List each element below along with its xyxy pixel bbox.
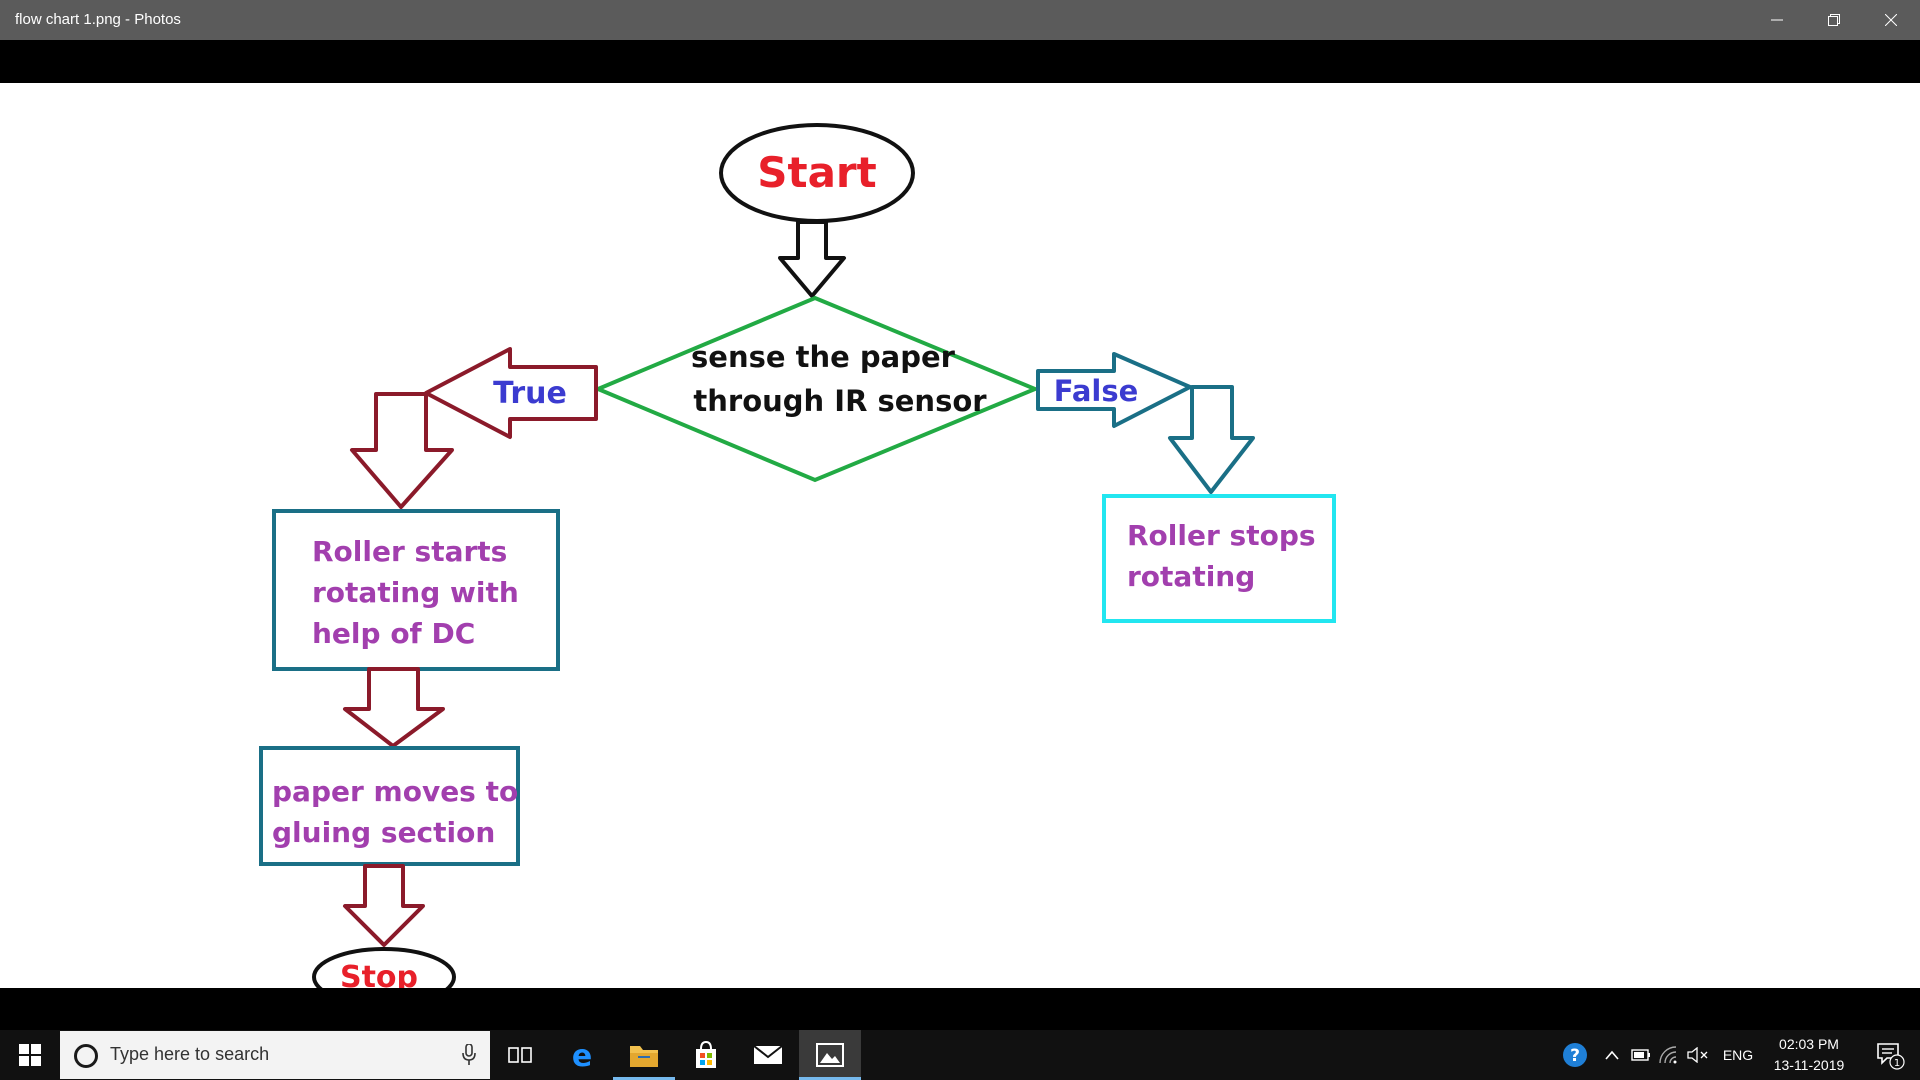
cortana-icon — [74, 1044, 98, 1068]
svg-text:e: e — [572, 1040, 592, 1070]
stop-terminal — [312, 947, 456, 988]
help-icon: ? — [1563, 1043, 1587, 1067]
arrow-paper-to-stop — [343, 864, 425, 947]
network-tray-button[interactable] — [1656, 1030, 1682, 1080]
input-language-indicator[interactable]: ENG — [1722, 1047, 1754, 1063]
taskbar: Type here to search e — [0, 1030, 1920, 1080]
process-roller-starts-line1: Roller starts — [312, 535, 507, 568]
close-button[interactable] — [1862, 0, 1919, 40]
process-roller-starts-line3: help of DC — [312, 617, 475, 650]
clock-date: 13-11-2019 — [1773, 1057, 1845, 1073]
true-down-arrow — [350, 392, 454, 509]
arrow-start-to-decision — [778, 220, 846, 298]
battery-icon — [1631, 1049, 1650, 1061]
process-roller-stops-line2: rotating — [1127, 560, 1255, 593]
task-view-icon — [508, 1047, 532, 1063]
photos-bottom-strip — [0, 988, 1920, 1030]
false-down-arrow — [1168, 385, 1255, 494]
action-center-button[interactable]: 1 — [1862, 1030, 1918, 1080]
store-app-button[interactable] — [675, 1030, 737, 1080]
process-paper-moves-line1: paper moves to — [272, 775, 518, 808]
photos-app-button[interactable] — [799, 1030, 861, 1080]
flowchart-image: Start sense the paper through IR sensor … — [259, 123, 1336, 988]
clock-time: 02:03 PM — [1779, 1036, 1839, 1052]
photos-icon — [816, 1043, 844, 1067]
mail-app-button[interactable] — [737, 1030, 799, 1080]
volume-muted-icon — [1687, 1047, 1708, 1063]
true-arrow — [424, 347, 598, 439]
process-paper-moves-line2: gluing section — [272, 816, 495, 849]
process-roller-stops — [1102, 494, 1336, 623]
edge-icon: e — [572, 1040, 592, 1070]
decision-diamond — [592, 295, 1041, 483]
start-label: Start — [757, 148, 876, 197]
window-titlebar: flow chart 1.png - Photos — [0, 0, 1920, 40]
notification-count: 1 — [1894, 1058, 1900, 1069]
mail-icon — [753, 1045, 783, 1064]
chevron-up-icon — [1605, 1050, 1619, 1060]
decision-text-line2: through IR sensor — [693, 384, 987, 418]
process-roller-stops-line1: Roller stops — [1127, 519, 1316, 552]
minimize-icon — [1770, 19, 1783, 21]
false-label: False — [1054, 374, 1139, 408]
close-icon — [1884, 14, 1897, 26]
stop-label: Stop — [340, 960, 418, 988]
folder-icon — [630, 1046, 658, 1067]
restore-button[interactable] — [1805, 0, 1862, 40]
minimize-button[interactable] — [1748, 0, 1805, 40]
photos-toolbar-strip — [0, 40, 1920, 83]
store-icon — [696, 1041, 716, 1068]
search-placeholder: Type here to search — [110, 1044, 270, 1064]
file-explorer-app-button[interactable] — [613, 1030, 675, 1080]
edge-app-button[interactable]: e — [551, 1030, 613, 1080]
notification-icon: 1 — [1877, 1043, 1905, 1070]
true-label: True — [493, 376, 567, 411]
microphone-icon[interactable] — [462, 1044, 476, 1066]
volume-tray-button[interactable] — [1684, 1030, 1712, 1080]
battery-tray-button[interactable] — [1628, 1030, 1654, 1080]
windows-logo-icon — [19, 1044, 41, 1066]
window-title: flow chart 1.png - Photos — [15, 11, 181, 28]
image-canvas: Start sense the paper through IR sensor … — [0, 83, 1920, 988]
process-roller-starts-line2: rotating with — [312, 576, 519, 609]
taskbar-clock[interactable]: 02:03 PM 13-11-2019 — [1764, 1030, 1854, 1080]
arrow-roller-to-paper — [343, 667, 445, 748]
process-roller-starts — [272, 509, 560, 671]
start-button[interactable] — [0, 1030, 60, 1080]
restore-icon — [1827, 14, 1840, 26]
svg-text:?: ? — [1570, 1046, 1580, 1066]
decision-text-line1: sense the paper — [691, 340, 956, 374]
task-view-button[interactable] — [489, 1030, 551, 1080]
show-hidden-icons-button[interactable] — [1600, 1030, 1624, 1080]
false-arrow — [1036, 352, 1192, 428]
wifi-icon — [1659, 1046, 1677, 1064]
taskbar-search-box[interactable]: Type here to search — [60, 1031, 490, 1079]
help-tray-button[interactable]: ? — [1555, 1030, 1595, 1080]
